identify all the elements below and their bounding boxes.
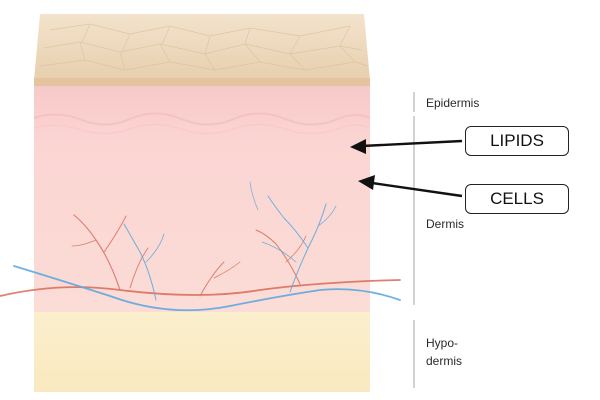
- lipids-label: LIPIDS: [490, 131, 544, 150]
- lipids-arrow: [350, 139, 463, 154]
- dermal-papillae: [33, 112, 371, 126]
- lipids-callout: LIPIDS: [465, 126, 569, 156]
- epidermis-label: Epidermis: [426, 96, 480, 110]
- cells-label: CELLS: [490, 189, 544, 208]
- skin-texture: [39, 23, 369, 71]
- dermis-label: Dermis: [426, 217, 464, 231]
- vein-network: [13, 181, 401, 312]
- hypodermis-label-line2: dermis: [426, 354, 463, 368]
- skin-surface: [34, 14, 370, 80]
- papillae-shadow: [33, 123, 371, 135]
- epidermis-band: [34, 78, 370, 88]
- cells-callout: CELLS: [465, 184, 569, 214]
- hypodermis-label: Hypo- dermis: [426, 336, 462, 369]
- cells-arrow: [358, 175, 463, 198]
- artery-network: [0, 214, 401, 297]
- dermis-layer: [34, 86, 370, 312]
- hypodermis-layer: [34, 312, 370, 392]
- hypodermis-label-line1: Hypo-: [426, 336, 459, 350]
